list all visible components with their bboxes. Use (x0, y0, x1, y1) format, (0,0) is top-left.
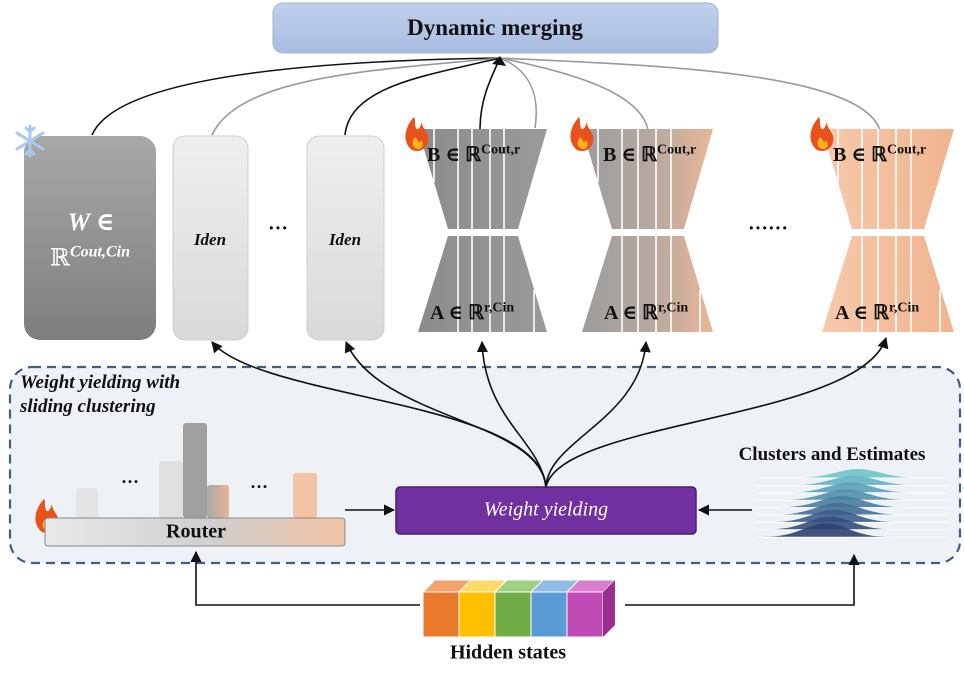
lora-a-label-3: A ∈ ℝr,Cin (835, 300, 920, 324)
frozen-weight-dims: Cout,Cin (69, 243, 130, 261)
lora-adapter-2 (582, 129, 713, 332)
lora-adapter-3 (822, 129, 954, 332)
cluster-distribution-curve (756, 496, 948, 508)
lora-b-label-1: B ∈ ℝCout,r (427, 142, 521, 166)
lora-a-label-1: A ∈ ℝr,Cin (430, 300, 515, 324)
hidden-state-cube (566, 591, 604, 638)
identity-ellipsis: ··· (267, 217, 289, 240)
router-ellipsis-2: ··· (249, 476, 269, 497)
lora-adapter-1 (418, 129, 547, 332)
identity-block-2 (306, 135, 385, 341)
router-bar (183, 423, 207, 518)
hidden-states-tensor (421, 579, 617, 638)
frozen-weight-space: ℝCout,Cin (50, 244, 130, 273)
identity-label-1: Iden (193, 230, 227, 249)
frozen-weight-block (24, 136, 156, 340)
yield-output-arrows (211, 336, 889, 488)
cluster-distributions (756, 469, 948, 538)
router-bar (207, 485, 229, 518)
identity-block-1 (172, 135, 249, 341)
flame-icon (810, 117, 834, 152)
frozen-weight-label: W ∈ (67, 209, 115, 236)
lora-b-label-3: B ∈ ℝCout,r (833, 142, 927, 166)
cluster-distribution-curve (756, 475, 948, 486)
router-box (44, 517, 346, 547)
router-bar (159, 461, 183, 518)
cluster-distribution-curve (756, 523, 948, 538)
cluster-distribution-curve (756, 489, 948, 501)
connector-arrowhead (492, 56, 506, 66)
hidden-state-cube (530, 591, 568, 638)
router-bar (76, 488, 98, 518)
hidden-to-router-arrow (190, 550, 420, 606)
identity-label-2: Iden (328, 230, 362, 249)
dynamic-merging-title: Dynamic merging (407, 15, 583, 40)
router-label: Router (166, 520, 226, 543)
weight-yielding-label: Weight yielding (483, 498, 609, 521)
section-title-line2: sliding clustering (20, 396, 156, 417)
merge-connectors (91, 57, 881, 136)
router-bar (293, 473, 317, 518)
clusters-title: Clusters and Estimates (738, 444, 926, 465)
dynamic-merging-box (272, 2, 719, 54)
snowflake-icon (15, 124, 45, 158)
section-title-line1: Weight yielding with (20, 372, 181, 393)
flame-icon (405, 117, 429, 152)
hidden-state-cube (494, 591, 532, 638)
cluster-distribution-curve (756, 482, 948, 493)
lora-ellipsis: ······ (747, 217, 789, 240)
hidden-state-cube (422, 591, 460, 638)
frozen-weight-base: ℝ (50, 245, 70, 272)
cluster-distribution-curve (756, 516, 948, 530)
lora-b-label-2: B ∈ ℝCout,r (603, 142, 697, 166)
flame-icon (570, 117, 594, 152)
router-ellipsis-1: ··· (120, 471, 140, 492)
cluster-distribution-curve (756, 509, 948, 523)
lora-a-label-2: A ∈ ℝr,Cin (604, 300, 689, 324)
cluster-distribution-curve (756, 503, 948, 515)
hidden-state-cube-side (603, 580, 615, 637)
hidden-states-label: Hidden states (449, 641, 567, 664)
cluster-distribution-curve (756, 469, 948, 478)
hidden-to-clusters-arrow (625, 553, 860, 606)
router-bars (76, 423, 317, 518)
hidden-state-cube (458, 591, 496, 638)
